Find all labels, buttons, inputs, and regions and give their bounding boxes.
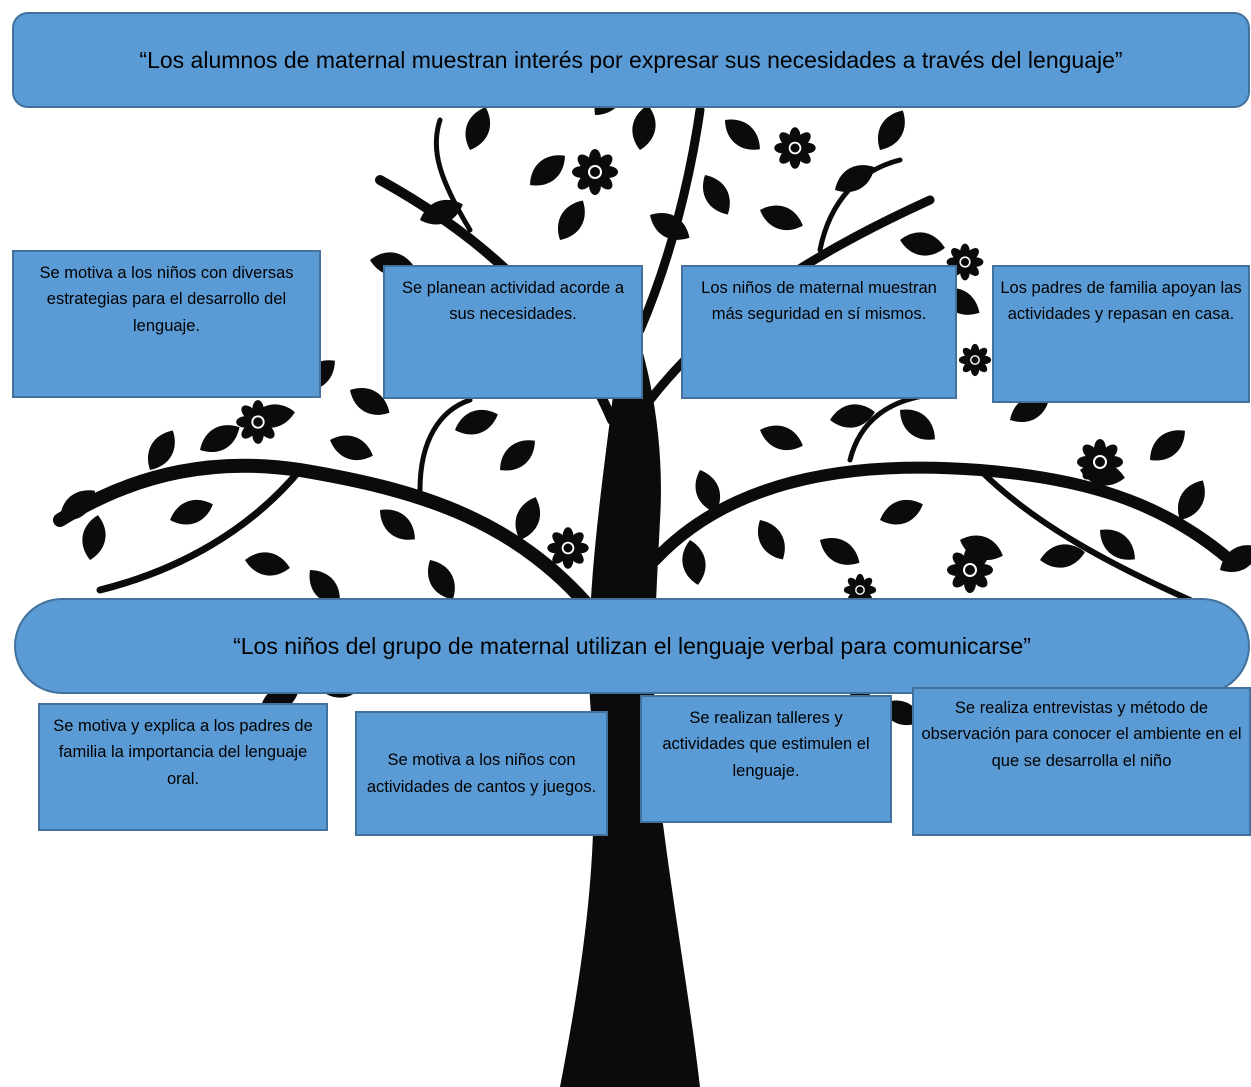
flower-icon xyxy=(946,243,984,281)
tree-leaf xyxy=(632,105,656,150)
cause-box-4: Se realiza entrevistas y método de obser… xyxy=(912,687,1251,836)
tree-leaf xyxy=(200,425,240,452)
effect-box-4-text: Los padres de familia apoyan las activid… xyxy=(1000,279,1242,324)
flower-icon xyxy=(958,343,992,377)
branch-right-low xyxy=(977,467,1193,603)
effect-box-2: Se planean actividad acorde a sus necesi… xyxy=(383,265,643,399)
flower-icon xyxy=(774,127,816,169)
cause-box-3-text: Se realizan talleres y actividades que e… xyxy=(662,709,870,780)
tree-leaf xyxy=(1220,545,1251,572)
cause-box-3: Se realizan talleres y actividades que e… xyxy=(640,695,892,823)
tree-leaf xyxy=(900,232,945,256)
tree-leaf xyxy=(758,520,785,560)
cause-box-1-text: Se motiva y explica a los padres de fami… xyxy=(53,717,313,788)
flower-icon xyxy=(1077,439,1123,485)
tree-leaf xyxy=(455,410,498,435)
tree-leaf xyxy=(428,560,455,600)
tree-leaf xyxy=(1178,480,1205,520)
effect-box-1-text: Se motiva a los niños con diversas estra… xyxy=(39,264,294,335)
tree-leaf xyxy=(60,490,95,521)
cause-box-2: Se motiva a los niños con actividades de… xyxy=(355,711,608,836)
tree-leaf xyxy=(1100,529,1135,560)
tree-leaf xyxy=(1040,544,1085,568)
cause-box-2-text: Se motiva a los niños con actividades de… xyxy=(366,751,597,796)
tree-leaf xyxy=(878,110,905,150)
tree-leaf xyxy=(500,440,535,471)
tree-leaf xyxy=(695,470,720,513)
effect-box-3: Los niños de maternal muestran más segur… xyxy=(681,265,957,399)
tree-leaf xyxy=(82,515,106,560)
twig-3 xyxy=(417,397,473,493)
problem-banner-text: “Los niños del grupo de maternal utiliza… xyxy=(233,632,1031,659)
effect-banner-text: “Los alumnos de maternal muestran interé… xyxy=(139,46,1123,73)
tree-leaf xyxy=(330,435,373,460)
tree-leaf xyxy=(900,409,935,440)
effect-box-2-text: Se planean actividad acorde a sus necesi… xyxy=(402,279,624,324)
tree-leaf xyxy=(350,388,390,415)
cause-box-4-text: Se realiza entrevistas y método de obser… xyxy=(921,699,1242,770)
tree-leaf xyxy=(820,538,860,565)
tree-leaf xyxy=(515,497,540,540)
tree-leaf xyxy=(170,500,213,525)
branch-right-main xyxy=(649,461,1236,566)
flower-icon xyxy=(947,547,993,593)
tree-leaf xyxy=(148,430,175,470)
tree-leaf xyxy=(830,404,875,428)
effect-box-3-text: Los niños de maternal muestran más segur… xyxy=(701,279,937,324)
tree-leaf xyxy=(650,213,690,240)
tree-leaf xyxy=(760,205,803,230)
tree-leaf xyxy=(880,500,923,525)
tree-leaf xyxy=(835,165,875,192)
tree-leaf xyxy=(245,552,290,576)
problem-banner: “Los niños del grupo de maternal utiliza… xyxy=(14,598,1250,694)
twig-1 xyxy=(433,117,473,233)
tree-leaf xyxy=(703,175,730,215)
effect-banner: “Los alumnos de maternal muestran interé… xyxy=(12,12,1250,108)
flower-icon xyxy=(572,149,618,195)
flower-icon xyxy=(236,400,280,444)
tree-leaf xyxy=(465,107,490,150)
tree-leaf xyxy=(380,509,415,540)
tree-leaf xyxy=(309,570,340,605)
branch-left-low xyxy=(96,466,304,594)
tree-leaf xyxy=(725,119,760,150)
tree-leaf xyxy=(1150,430,1185,461)
flower-icon xyxy=(547,527,589,569)
tree-leaf xyxy=(420,200,463,225)
tree-leaf xyxy=(558,200,585,240)
tree-leaf xyxy=(760,425,803,450)
effect-box-1: Se motiva a los niños con diversas estra… xyxy=(12,250,321,398)
effect-box-4: Los padres de familia apoyan las activid… xyxy=(992,265,1250,403)
tree-leaf xyxy=(682,540,706,585)
cause-box-1: Se motiva y explica a los padres de fami… xyxy=(38,703,328,831)
tree-leaf xyxy=(530,155,565,186)
